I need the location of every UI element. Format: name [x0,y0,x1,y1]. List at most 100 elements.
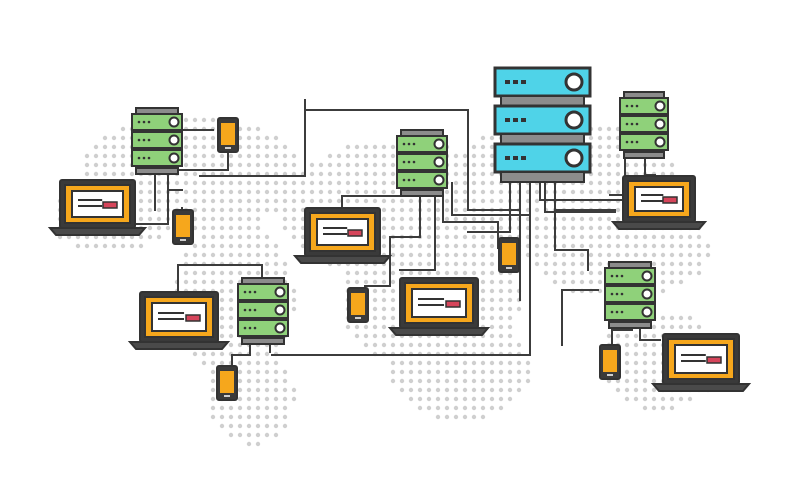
rack-button [564,72,584,92]
map-dot [210,252,216,258]
map-dot [498,216,504,222]
map-dot [561,189,567,195]
map-dot [552,270,558,276]
map-dot [390,216,396,222]
network-wire [199,99,306,177]
map-dot [219,153,225,159]
map-dot [417,243,423,249]
map-dot [345,144,351,150]
map-dot [462,360,468,366]
map-dot [444,387,450,393]
map-dot [246,126,252,132]
map-dot [246,153,252,159]
map-dot [381,243,387,249]
map-dot [489,333,495,339]
map-dot [660,405,666,411]
map-dot [651,360,657,366]
server-led [402,160,406,164]
map-dot [669,270,675,276]
map-dot [390,306,396,312]
map-dot [408,225,414,231]
map-dot [462,234,468,240]
map-dot [183,180,189,186]
map-dot [669,315,675,321]
map-dot [606,234,612,240]
server-led [635,140,639,144]
map-dot [219,288,225,294]
phone-button [225,147,231,149]
map-dot [642,342,648,348]
map-dot [552,279,558,285]
map-dot [453,387,459,393]
map-dot [156,207,162,213]
map-dot [354,279,360,285]
phone-button [355,317,361,319]
server-led [625,104,629,108]
map-dot [372,288,378,294]
server-led [615,310,619,314]
map-dot [462,216,468,222]
map-dot [561,216,567,222]
map-dot [201,351,207,357]
map-dot [273,153,279,159]
map-dot [588,234,594,240]
map-dot [480,171,486,177]
map-dot [534,207,540,213]
server-led [615,292,619,296]
map-dot [372,180,378,186]
map-dot [543,252,549,258]
map-dot [228,306,234,312]
map-dot [642,360,648,366]
map-dot [462,243,468,249]
map-dot [264,414,270,420]
map-dot [372,270,378,276]
map-dot [102,153,108,159]
map-dot [291,387,297,393]
map-dot [498,225,504,231]
map-dot [435,252,441,258]
server-unit [619,115,669,133]
map-dot [210,153,216,159]
server-button [433,174,445,186]
map-dot [192,153,198,159]
map-dot [183,162,189,168]
map-dot [390,144,396,150]
server-button [641,288,653,300]
server-base [608,321,652,329]
map-dot [435,378,441,384]
map-dot [480,405,486,411]
map-dot [489,324,495,330]
map-dot [210,144,216,150]
rack-led [513,118,518,122]
map-dot [489,234,495,240]
map-dot [183,279,189,285]
map-dot [597,180,603,186]
map-dot [489,360,495,366]
map-dot [255,441,261,447]
map-dot [372,315,378,321]
map-dot [372,297,378,303]
map-dot [579,234,585,240]
server-icon [237,277,289,345]
map-dot [228,333,234,339]
map-dot [246,162,252,168]
smartphone-icon [216,365,238,401]
map-dot [489,306,495,312]
map-dot [363,324,369,330]
map-dot [489,216,495,222]
map-dot [480,342,486,348]
map-dot [291,198,297,204]
map-dot [282,225,288,231]
server-base [241,337,285,345]
map-dot [390,333,396,339]
map-dot [480,360,486,366]
map-dot [426,207,432,213]
map-dot [489,378,495,384]
screen-button [662,196,678,204]
map-dot [453,270,459,276]
map-dot [687,324,693,330]
map-dot [318,198,324,204]
map-dot [642,252,648,258]
map-dot [480,315,486,321]
server-led [610,292,614,296]
